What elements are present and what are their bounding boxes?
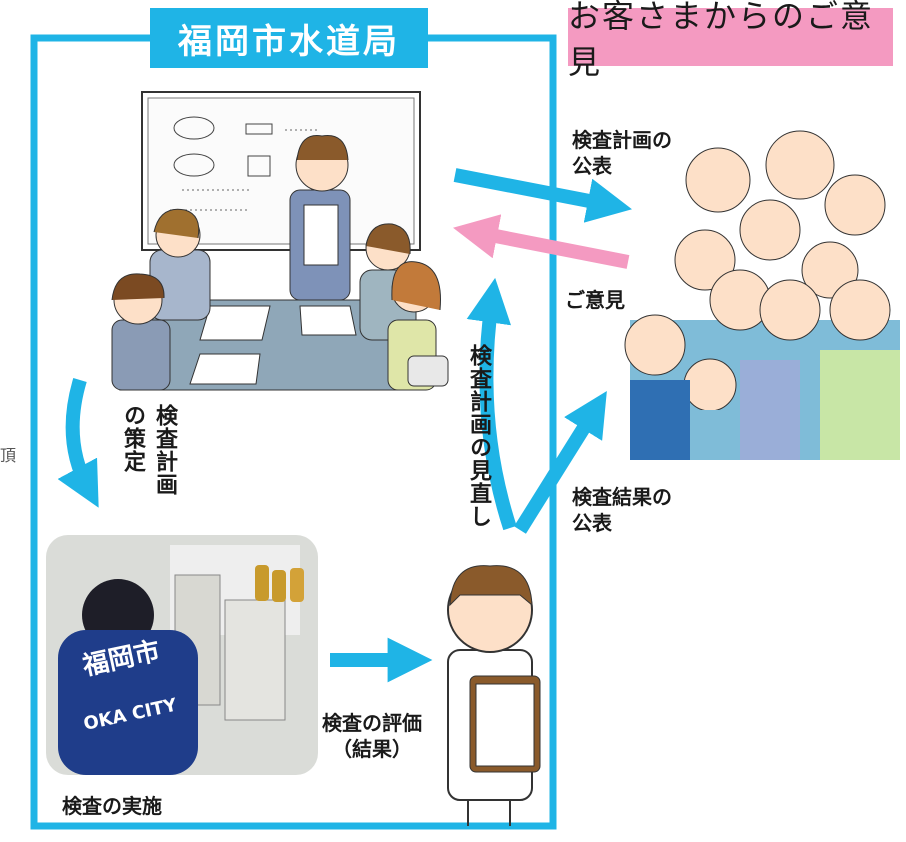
opinion-arrow	[453, 214, 630, 269]
lab-photo: 福岡市 OKA CITY	[46, 535, 318, 775]
bureau-frame	[30, 34, 557, 830]
bureau-title: 福岡市水道局	[150, 8, 428, 68]
customer-title: お客さまからのご意見	[568, 0, 893, 81]
opinion-label: ご意見	[565, 288, 625, 312]
publish-results-arrow	[514, 391, 607, 534]
review-plan-label: 検査計画の見直し	[466, 344, 491, 528]
meeting-illustration	[111, 91, 449, 391]
evaluation-label: 検査の評価（結果）	[322, 711, 422, 761]
publish-plan-arrow	[453, 168, 632, 223]
customer-crowd-illustration	[624, 130, 900, 460]
publish-plan-label: 検査計画の公表	[572, 128, 672, 178]
plan-formulation-arrow	[57, 377, 99, 508]
review-plan-arrow	[466, 277, 517, 531]
inspector-illustration	[447, 565, 541, 826]
publish-results-label: 検査結果の公表	[572, 485, 672, 535]
edge-character: 頂	[0, 446, 17, 465]
implementation-label: 検査の実施	[62, 794, 162, 818]
plan-formulation-label: 検査計画の策定	[120, 404, 177, 496]
